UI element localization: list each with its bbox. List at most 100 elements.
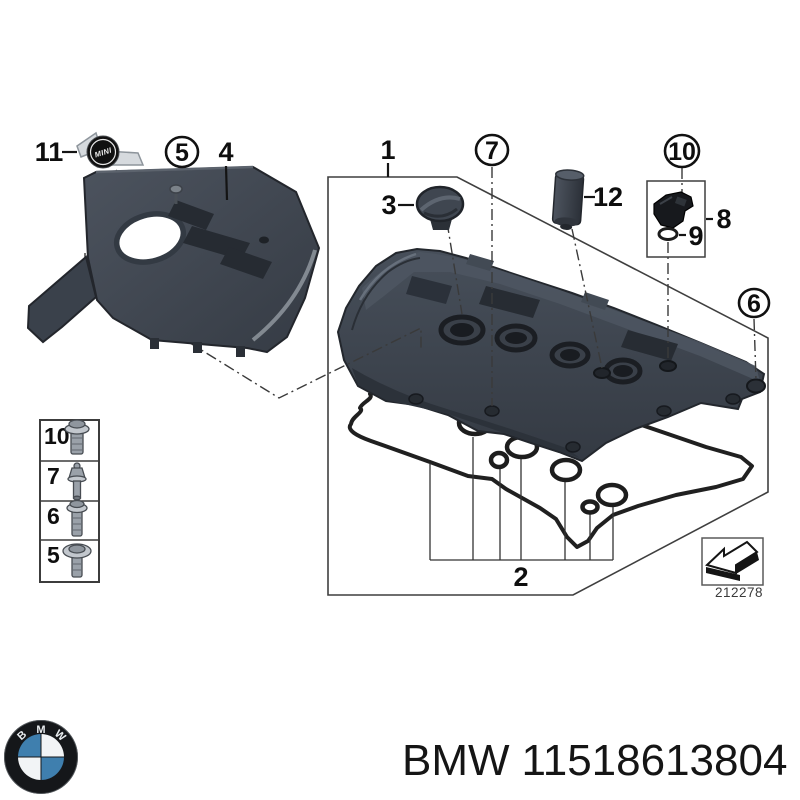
direction-arrow-icon — [705, 540, 759, 581]
plug-port-4-hole — [613, 365, 633, 377]
callout-1: 1 — [380, 135, 395, 165]
sensor-highlight — [659, 196, 673, 205]
callout-6-leader-line — [753, 318, 757, 381]
valve-cover-bottom-shadow — [352, 368, 580, 458]
o-ring-small-2 — [580, 499, 600, 515]
valve-cover-bosses — [408, 393, 741, 453]
callout-5: 5 — [175, 139, 189, 167]
valve-cover-rib-1 — [466, 254, 494, 271]
fastener-table: 10 7 6 5 — [39, 419, 100, 583]
valve-cover-rib-2 — [581, 292, 609, 310]
vent-valve-cylinder — [551, 172, 585, 226]
roundel-quadrant-tr — [41, 734, 64, 757]
badge-disc — [86, 135, 120, 169]
callouts: 11 5 4 1 3 7 12 10 8 9 6 2 — [35, 133, 771, 592]
oil-cap-shadow — [423, 207, 458, 218]
vent-valve-nipple — [560, 223, 573, 230]
valve-cover-recess-1 — [406, 276, 452, 304]
brand-text: BMW — [402, 736, 510, 785]
engine-cover-part — [26, 165, 321, 357]
callout-7-circle — [474, 133, 510, 167]
bolt-icon-6 — [66, 499, 88, 537]
bolt-boss — [408, 393, 424, 405]
badge-ring — [89, 138, 117, 166]
roundel-quadrant-bl — [18, 757, 41, 780]
cover-screw-5 — [169, 184, 183, 204]
bolt-boss — [725, 393, 741, 405]
callout-5-circle — [164, 135, 200, 169]
cover-screw-hole — [259, 236, 269, 244]
camshaft-sensor-part — [653, 191, 694, 229]
part-number: 11518613804 — [522, 736, 788, 785]
engine-cover-hole — [113, 211, 187, 265]
callout-10-circle — [663, 133, 701, 169]
valve-cover-part — [336, 247, 766, 463]
vent-valve-top — [555, 169, 585, 181]
sensor-connector — [674, 196, 687, 207]
callout-3: 3 — [381, 190, 396, 220]
roundel-rim — [4, 720, 78, 794]
bolt-icon-10 — [64, 419, 90, 455]
valve-cover-gasket — [347, 380, 754, 549]
table-row-7-label: 7 — [47, 463, 60, 489]
oil-cap-leader-line — [446, 221, 463, 315]
callout-4: 4 — [218, 137, 233, 167]
engine-cover-edge-highlight — [251, 249, 317, 342]
engine-cover-body — [82, 165, 321, 354]
sensor-o-ring — [657, 227, 679, 241]
vent-valve-hole — [593, 367, 611, 379]
engine-cover-left-wing — [26, 255, 98, 344]
drawing-number: 212278 — [715, 585, 763, 600]
callout-8: 8 — [716, 204, 731, 234]
stud-icon-7 — [67, 462, 87, 501]
plug-port-2-hole — [505, 332, 527, 344]
table-row-5-label: 5 — [47, 542, 60, 568]
valve-cover-left-lobe-highlight — [358, 252, 417, 301]
roundel-quadrant-tl — [18, 734, 41, 757]
roundel-letter-m: M — [36, 724, 45, 736]
table-row-6-label: 6 — [47, 503, 60, 529]
screw-icon-5 — [62, 543, 92, 578]
valve-cover-left-lobe-contour — [351, 257, 421, 331]
callout-6-circle — [737, 287, 771, 319]
vent-slot-3 — [220, 247, 272, 279]
vent-valve-bottom — [554, 217, 579, 227]
drawing-ref: 212278 — [701, 537, 764, 600]
cover-clip-tab — [236, 346, 245, 357]
callout-2: 2 — [513, 562, 528, 592]
valve-cover-recess-2 — [479, 286, 540, 318]
callout-4-stem — [224, 165, 229, 201]
roundel-quadrant-br — [41, 757, 64, 780]
oil-filler-port-hole — [450, 323, 474, 337]
cover-clip-tab — [150, 338, 159, 349]
o-ring-small-1 — [488, 450, 510, 470]
vent-valve-leader-line — [571, 228, 603, 369]
callout-6: 6 — [747, 290, 761, 318]
gasket-set-bracket — [429, 437, 614, 561]
bolt-boss — [656, 405, 672, 417]
vent-valve-part — [551, 169, 585, 230]
callout-7: 7 — [485, 137, 499, 165]
oil-cap-part — [415, 185, 465, 230]
bmw-roundel-logo: B M W — [4, 720, 78, 794]
sensor-mount-hole — [659, 360, 677, 372]
sensor-box-outline — [646, 180, 706, 258]
camshaft-sensor-group — [646, 180, 706, 258]
bolt-boss — [565, 441, 581, 453]
bolt-boss — [484, 405, 500, 417]
cover-clip-tab — [193, 342, 202, 353]
vent-slot-1 — [168, 200, 214, 230]
assembly-box-outline — [327, 176, 769, 596]
callout-9: 9 — [688, 221, 703, 251]
callout-12: 12 — [593, 182, 623, 212]
callout-10: 10 — [668, 138, 696, 166]
valve-cover-ports — [438, 314, 643, 385]
o-ring-large-3 — [549, 457, 583, 483]
o-ring-large-4 — [595, 482, 629, 508]
callout-11: 11 — [35, 137, 64, 167]
corner-bolt-boss — [746, 378, 766, 394]
valve-cover-recess-3 — [621, 330, 678, 361]
